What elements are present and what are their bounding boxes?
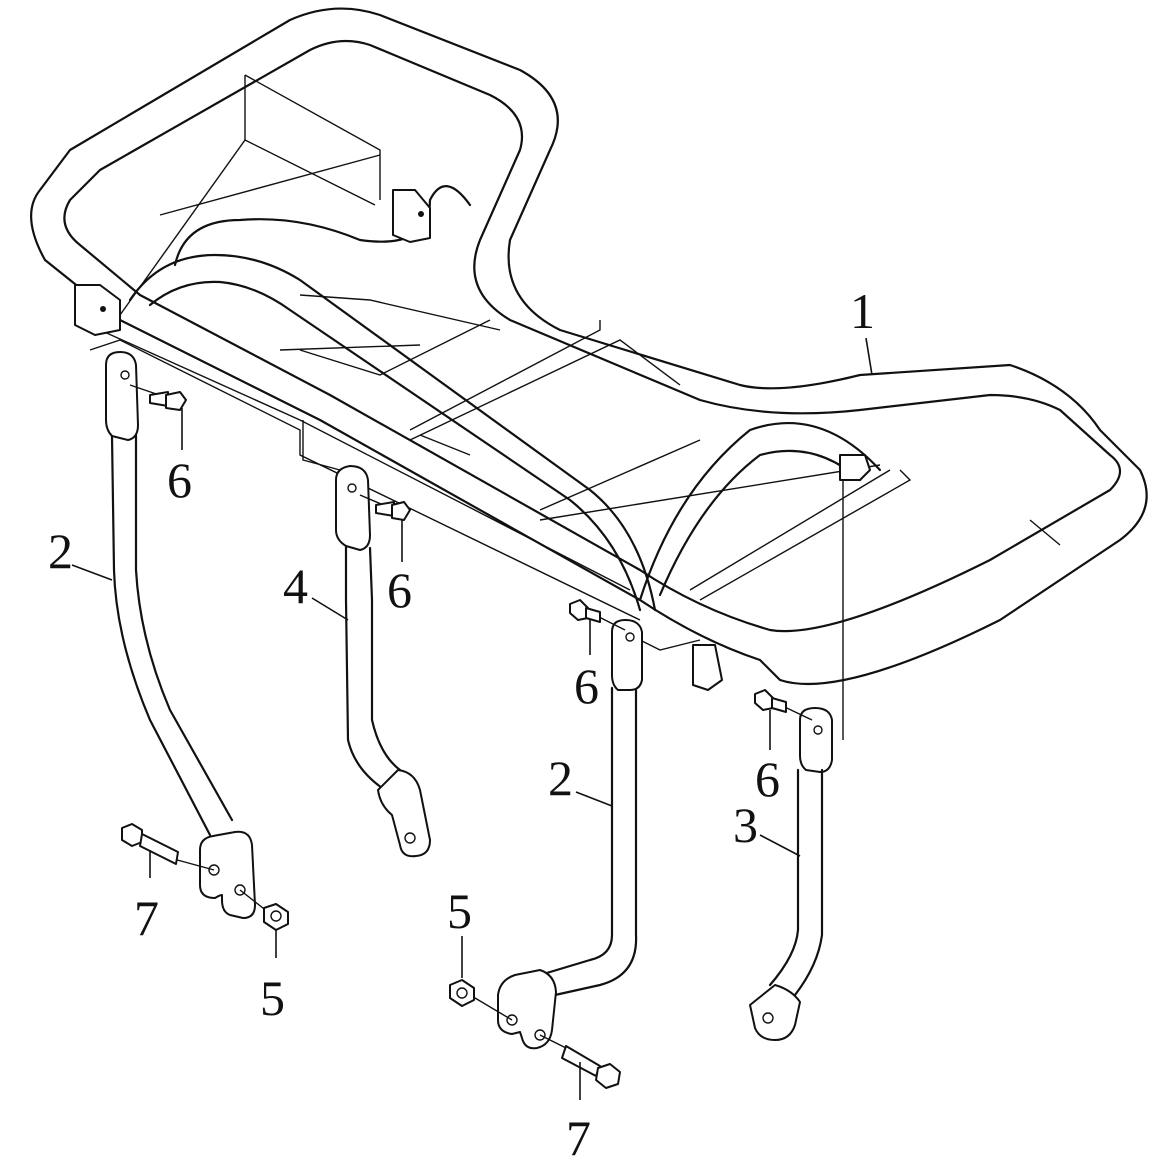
part-7-bolt-right <box>539 1034 621 1089</box>
part-3-rear-stay <box>749 707 833 1041</box>
part-4-center-stay <box>335 465 431 858</box>
part-2-left-stay <box>105 351 256 919</box>
callout-1: 1 <box>850 283 875 339</box>
callout-2-right: 2 <box>548 750 573 806</box>
leader-lines <box>71 337 873 1100</box>
callout-5-left: 5 <box>260 970 285 1026</box>
callout-4: 4 <box>283 558 308 614</box>
part-5-nut-left <box>239 889 289 931</box>
part-1-carrier-rack <box>30 7 1148 740</box>
part-6-bolt-c <box>569 599 626 631</box>
part-2-right-stay <box>497 619 643 1050</box>
part-6-bolt-b <box>359 494 411 521</box>
callout-3: 3 <box>733 797 758 853</box>
part-5-nut-right <box>449 979 513 1021</box>
callout-2-left: 2 <box>48 523 73 579</box>
callout-6-center: 6 <box>387 562 412 618</box>
part-7-bolt-left <box>121 823 215 871</box>
callout-6-right: 6 <box>574 658 599 714</box>
part-6-bolt-a <box>129 384 187 411</box>
callout-6-left: 6 <box>167 452 192 508</box>
callout-labels: 1 6 6 6 6 2 4 2 3 7 5 5 7 <box>48 283 875 1166</box>
part-6-bolt-d <box>754 689 813 721</box>
callout-7-right: 7 <box>566 1110 591 1166</box>
callout-5-right: 5 <box>447 883 472 939</box>
callout-6-rear: 6 <box>755 751 780 807</box>
callout-7-left: 7 <box>134 890 159 946</box>
